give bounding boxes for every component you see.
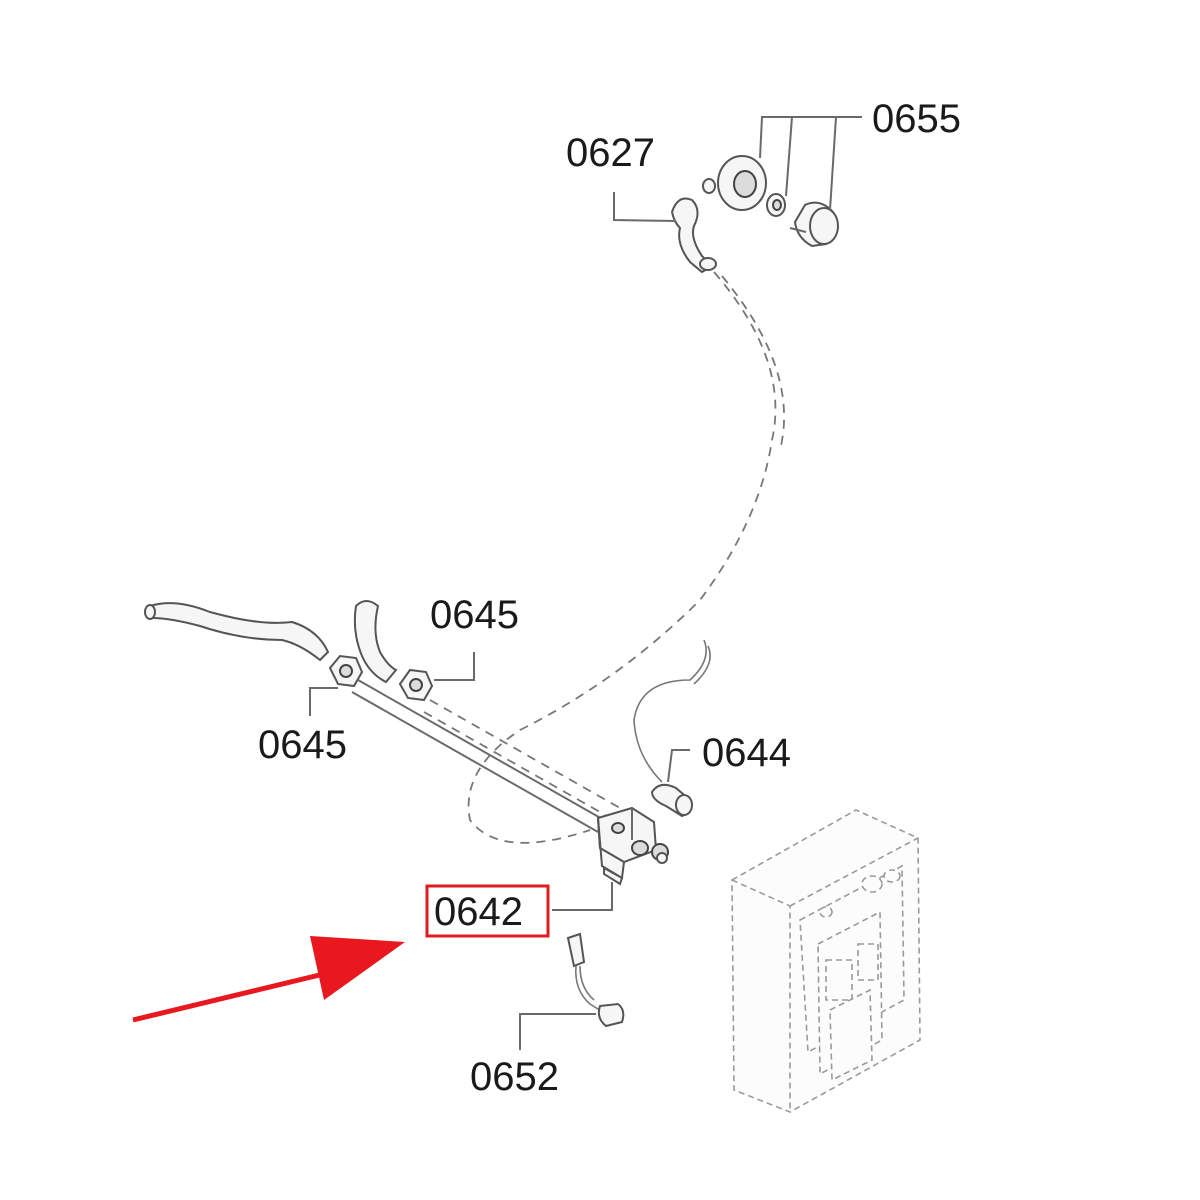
hose-long-left[interactable] [144, 602, 330, 662]
label-0652: 0652 [470, 1055, 559, 1099]
part-0645-nut-right[interactable] [398, 668, 434, 702]
label-0645-lower: 0645 [258, 723, 347, 767]
leader-0627 [613, 192, 677, 222]
leader-0645-lower [309, 687, 338, 716]
label-0645-upper: 0645 [430, 593, 519, 637]
hose-short-middle[interactable] [353, 600, 398, 684]
leader-0642 [552, 882, 613, 911]
highlight-box-0642 [425, 884, 550, 938]
ghost-control-housing [731, 809, 921, 1113]
part-0644-sensor[interactable] [633, 639, 711, 818]
part-0655-knob-assembly[interactable] [702, 155, 839, 248]
leader-0644 [667, 749, 690, 783]
label-0644: 0644 [702, 731, 791, 775]
pointer-arrow [132, 936, 405, 1023]
part-0645-nut-left[interactable] [328, 654, 364, 688]
label-0655: 0655 [872, 97, 961, 141]
leader-0655 [759, 116, 862, 211]
leader-0645-upper [434, 652, 475, 681]
leader-0652 [519, 1013, 596, 1050]
connecting-pipe [351, 679, 621, 833]
part-0652-wire-plug[interactable] [566, 932, 625, 1028]
part-0627-hose-elbow[interactable] [670, 197, 717, 274]
label-0627: 0627 [566, 131, 655, 175]
part-0642-valve[interactable] [596, 806, 669, 886]
label-0642: 0642 [434, 890, 523, 934]
dashed-tube-upper [467, 271, 777, 844]
